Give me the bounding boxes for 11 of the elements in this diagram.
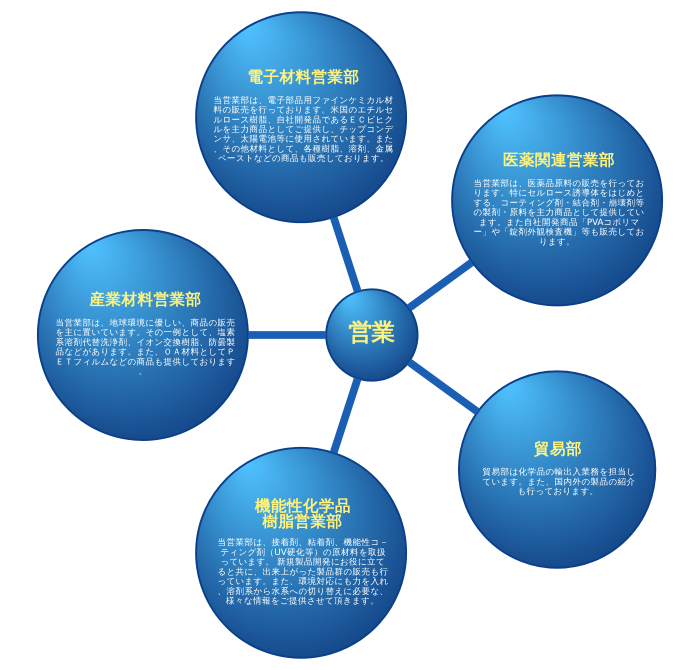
node-circle: 営業 [325, 288, 419, 382]
node-circle: 貿易部 貿易部は化学品の輸出入業務を担当しています。また、国内外の製品の紹介も行っております。 [458, 370, 656, 569]
connector [406, 358, 480, 415]
node-circle: 医薬関連営業部 当営業部は、医薬品原料の販売を行っております。特にセルロース誘導体をはじめとする、コーティング剤・結合剤・崩壊剤等の製剤・原料を主力商品として提供しています。また自社開発商品「PVAコポリマー」や「錠剤外観検査機」等も販売しております。 [451, 94, 664, 306]
connector [406, 259, 474, 312]
connector [330, 377, 362, 454]
node-circle: 産業材料営業部 当営業部は、地球環境に優しい、商品の販売を主に置いています。その一例として、塩素系溶剤代替洗浄剤、イオン交換樹脂、防曇製品などがあります。また、ＯＡ材料としてＰＥＴフィルムなどの商品も提供しております。 [36, 229, 249, 441]
connector [248, 331, 326, 339]
node-circle: 電子材料営業部 当営業部は、電子部品用ファインケミカル材料の販売を行っております。米国のエチルセルロース樹脂、自社開発品であるＥＣビヒクルを主力商品としてご提供し、チップコンデンサ、太陽電池等に使用されています。また、その他材料として、各種樹脂、溶剤、金属ペーストなどの商品も販売しております。 [195, 11, 408, 224]
node-circle: 機能性化学品樹脂営業部 当営業部は、接着剤、粘着剤、機能性コ－ティング剤（UV硬化等）の原材料を取扱っています。 新規製品開発にお役に立てると共に、出来上がった製品群の販売も行っています。また、環境対応にも力を入れ、溶剤系から水系への切り替えに必要な、様々な情報をご提供させて頂きます。 [195, 446, 408, 659]
connector [330, 216, 362, 293]
